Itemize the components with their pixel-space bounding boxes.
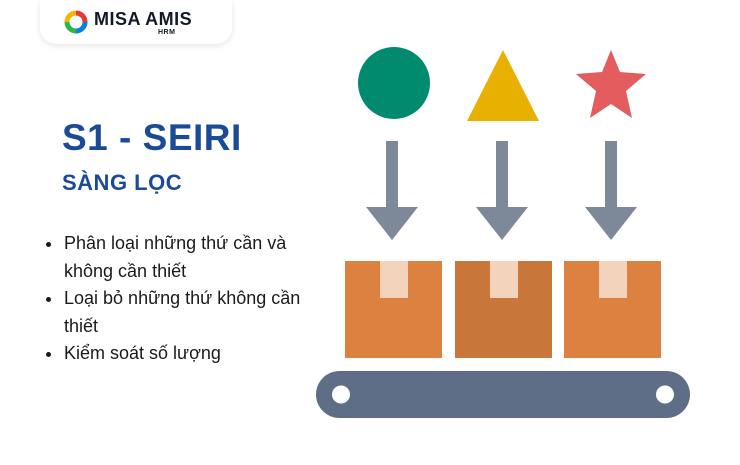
misa-logo-icon xyxy=(64,10,88,34)
page-title: S1 - SEIRI xyxy=(62,117,242,158)
brand-logo: MISA AMIS HRM xyxy=(40,0,232,44)
list-item: Phân loại những thứ cần và không cần thi… xyxy=(46,230,316,285)
sorting-illustration xyxy=(316,47,690,418)
arrow-down-icon xyxy=(476,141,528,240)
arrow-down-icon xyxy=(366,141,418,240)
circle-icon xyxy=(358,47,430,119)
page-subtitle: SÀNG LỌC xyxy=(62,170,183,195)
brand-product: HRM xyxy=(158,29,176,36)
list-item: Loại bỏ những thứ không cần thiết xyxy=(46,285,316,340)
star-icon xyxy=(576,50,646,118)
conveyor-belt-icon xyxy=(316,371,690,418)
box-icon xyxy=(345,261,442,358)
bullet-list: Phân loại những thứ cần và không cần thi… xyxy=(46,230,316,368)
arrow-down-icon xyxy=(585,141,637,240)
box-icon xyxy=(455,261,552,358)
box-icon xyxy=(564,261,661,358)
triangle-icon xyxy=(467,50,539,121)
brand-name: MISA AMIS xyxy=(94,9,193,29)
list-item: Kiểm soát số lượng xyxy=(46,340,316,368)
